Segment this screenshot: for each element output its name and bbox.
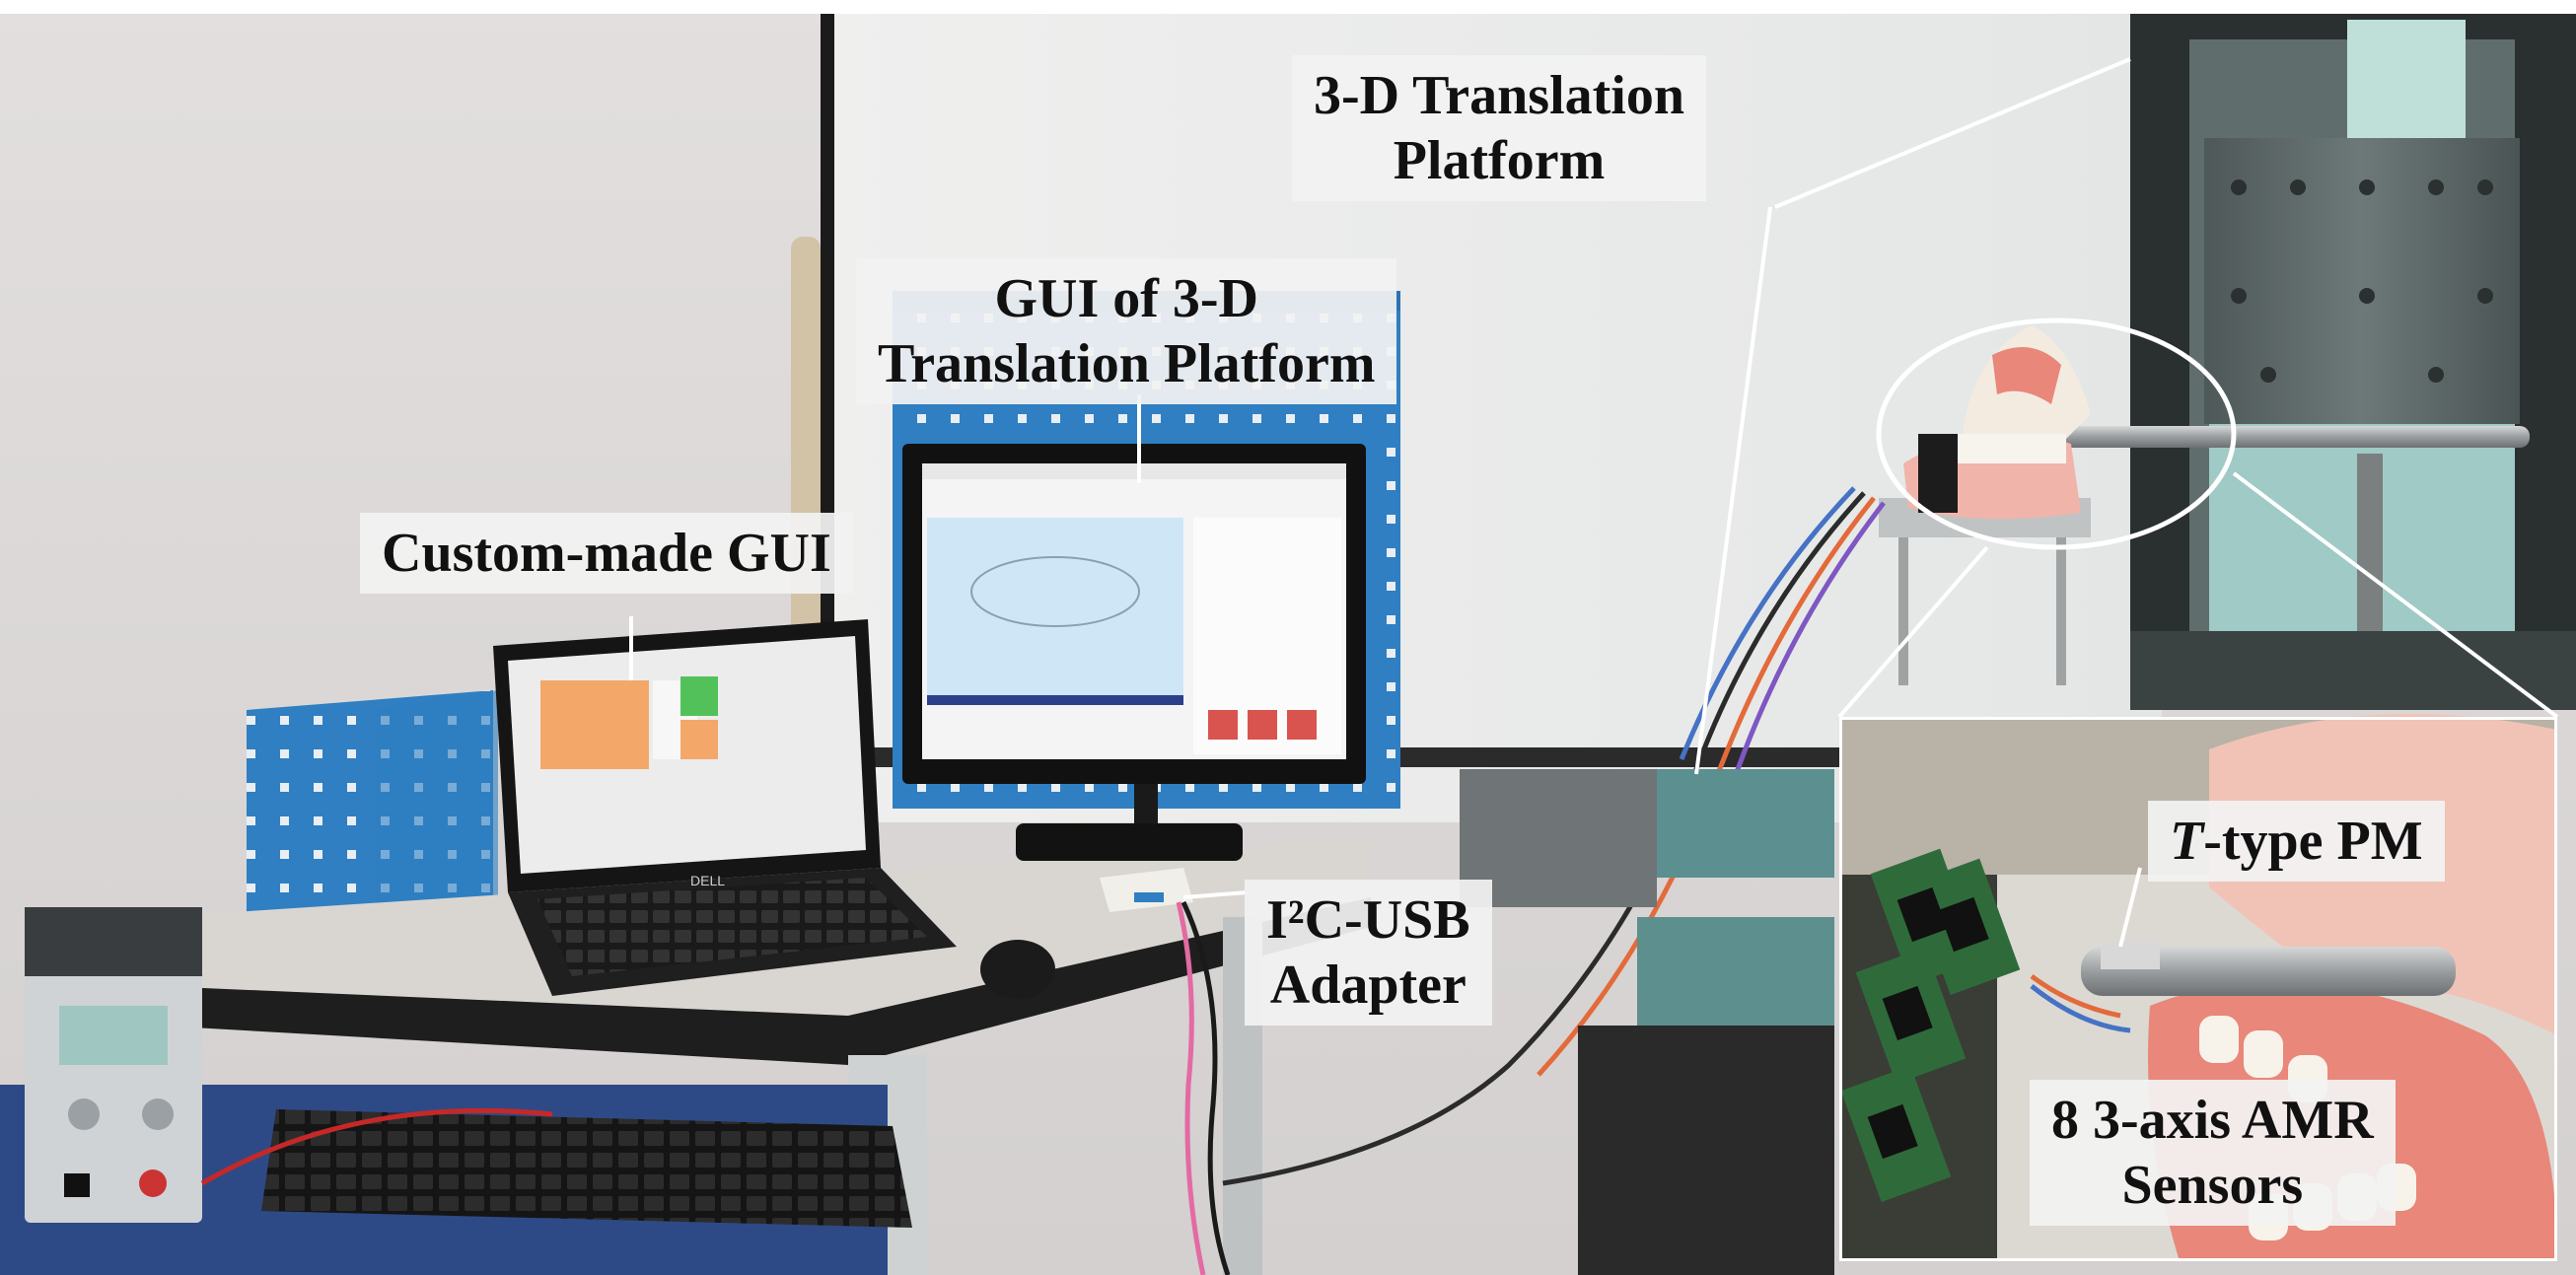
label-custom-made-gui-text: Custom-made GUI (382, 523, 831, 584)
label-3d-translation-platform-line2: Platform (1393, 130, 1606, 191)
label-t-type-pm-rest: -type PM (2203, 811, 2423, 872)
dental-model (1879, 325, 2091, 685)
laptop: DELL (493, 619, 957, 996)
label-3d-translation-platform-line1: 3-D Translation (1314, 65, 1684, 126)
leader-lines (629, 57, 2559, 899)
label-custom-made-gui: Custom-made GUI (360, 513, 853, 594)
cables (200, 486, 1886, 1275)
monitor (902, 444, 1366, 861)
label-amr-sensors-line1: 8 3-axis AMR (2051, 1090, 2374, 1151)
label-i2c-usb-adapter-line2: Adapter (1269, 955, 1467, 1016)
label-t-type-pm: T-type PM (2148, 801, 2445, 882)
power-supply (25, 907, 202, 1223)
label-t-type-pm-italic: T (2170, 811, 2204, 872)
label-3d-translation-platform: 3-D Translation Platform (1292, 55, 1706, 201)
label-amr-sensors-line2: Sensors (2121, 1155, 2304, 1216)
label-t-type-pm-text: T-type PM (2170, 809, 2423, 874)
support-rod (1977, 426, 2530, 448)
translation-platform-machine (2130, 14, 2576, 710)
label-gui-translation-platform: GUI of 3-D Translation Platform (856, 258, 1397, 404)
highlight-ellipse (1876, 318, 2237, 550)
label-i2c-usb-adapter-line1: I²C-USB (1266, 889, 1470, 951)
motor-equipment (1460, 769, 1834, 1275)
label-gui-translation-platform-line1: GUI of 3-D (994, 268, 1258, 329)
label-amr-sensors: 8 3-axis AMR Sensors (2030, 1080, 2396, 1226)
mouse (980, 940, 1055, 999)
label-gui-translation-platform-line2: Translation Platform (878, 333, 1376, 394)
i2c-usb-adapter (1100, 868, 1193, 912)
label-i2c-usb-adapter: I²C-USB Adapter (1245, 880, 1492, 1026)
laptop-brand: DELL (690, 873, 725, 888)
amr-sensor-boards (1840, 848, 2021, 1203)
keyboard (261, 1109, 912, 1228)
